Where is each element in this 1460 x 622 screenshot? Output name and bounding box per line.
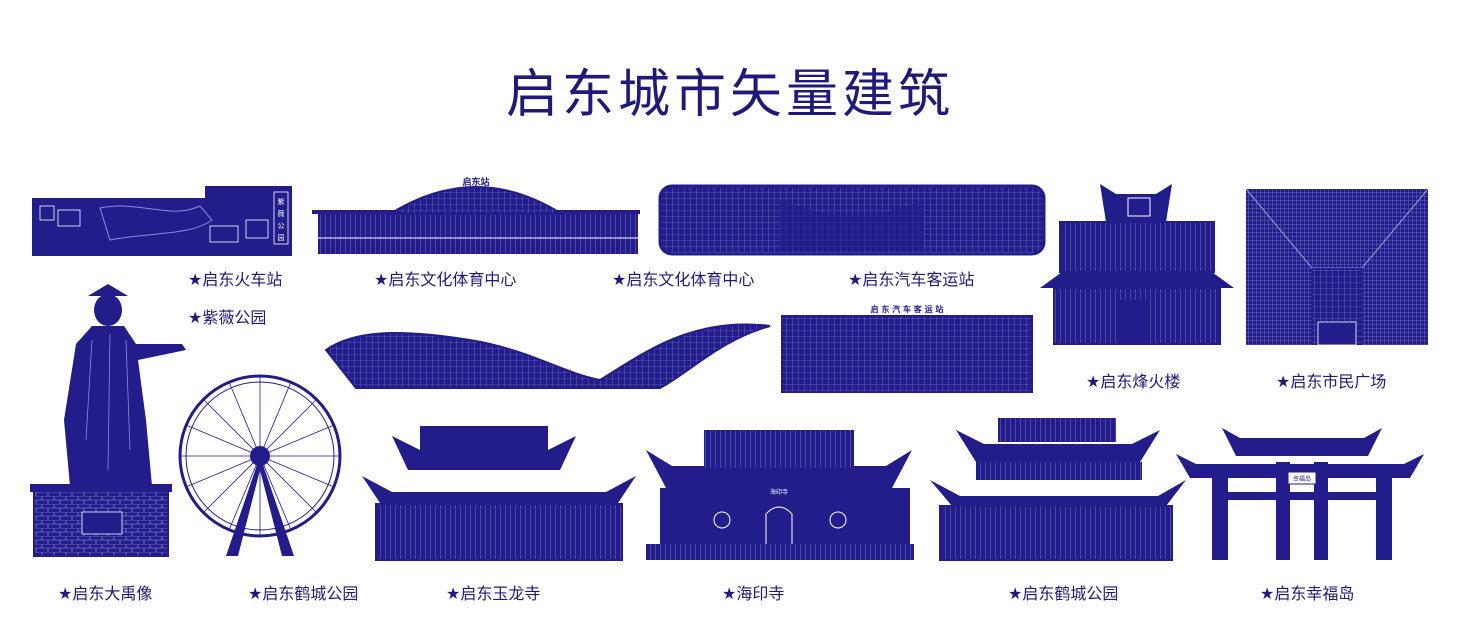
qidong-railway-station: 启东站 <box>312 176 640 254</box>
bus-station: 启 东 汽 车 客 运 站 <box>781 304 1033 393</box>
caption-bus-station: ★启东汽车客运站 <box>848 270 975 289</box>
culture-sports-center-long <box>658 184 1046 256</box>
caption-culture-sports-center-1: ★启东文化体育中心 <box>374 270 517 289</box>
xingfu-island-gate: 幸福岛 <box>1176 428 1424 560</box>
caption-xingfu-island: ★启东幸福岛 <box>1260 584 1355 603</box>
citizen-plaza-building <box>1245 188 1429 346</box>
caption-ziwei-park: ★紫薇公园 <box>188 308 267 327</box>
svg-text:紫: 紫 <box>278 198 285 206</box>
svg-text:海印寺: 海印寺 <box>770 488 788 496</box>
caption-fenghuo-tower: ★启东烽火楼 <box>1086 372 1181 391</box>
svg-text:公: 公 <box>278 222 285 230</box>
ziwei-park-wall: 紫 薇 公 园 <box>32 186 292 256</box>
caption-dayu-statue: ★启东大禹像 <box>58 584 153 603</box>
caption-haiyin-temple: ★海印寺 <box>722 584 785 603</box>
caption-qidong-railway-station: ★启东火车站 <box>188 270 283 289</box>
svg-text:园: 园 <box>278 234 285 242</box>
yulong-temple <box>362 426 636 561</box>
svg-text:薇: 薇 <box>278 209 285 218</box>
ferris-wheel <box>178 374 342 556</box>
caption-culture-sports-center-2: ★启东文化体育中心 <box>612 270 755 289</box>
page-title: 启东城市矢量建筑 <box>505 65 954 125</box>
haiyin-temple: 海印寺 <box>646 430 914 560</box>
culture-sports-center-sail <box>324 323 771 389</box>
caption-citizen-plaza: ★启东市民广场 <box>1276 372 1387 391</box>
hecheng-park-pavilion <box>930 418 1186 561</box>
svg-text:启 东 汽 车 客 运 站: 启 东 汽 车 客 运 站 <box>871 304 944 314</box>
dayu-statue <box>30 284 186 557</box>
fenghuo-tower <box>1040 184 1234 345</box>
svg-text:幸福岛: 幸福岛 <box>1293 475 1311 483</box>
svg-text:启东站: 启东站 <box>462 176 489 188</box>
caption-hecheng-park-2: ★启东鹤城公园 <box>1008 584 1119 603</box>
caption-hecheng-park-1: ★启东鹤城公园 <box>248 584 359 603</box>
caption-yulong-temple: ★启东玉龙寺 <box>446 584 541 603</box>
